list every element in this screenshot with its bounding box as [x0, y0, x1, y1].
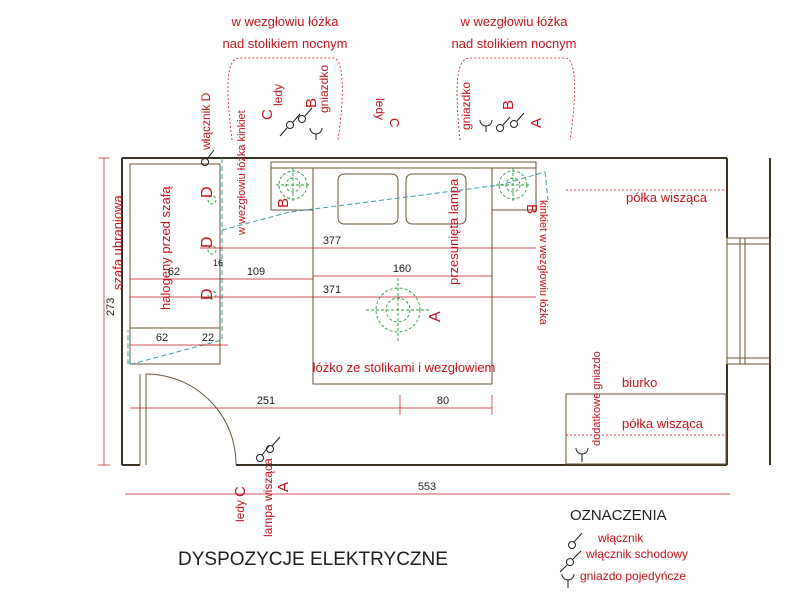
letter-b: B [275, 198, 292, 208]
letter-c: C [232, 486, 249, 497]
legend-staircase-label: włącznik schodowy [585, 547, 688, 561]
label-leds-top-mid: ledy [373, 98, 387, 120]
dim-62a: 62 [168, 266, 180, 278]
switch-icon [201, 149, 215, 166]
label-shelf-top: półka wisząca [626, 190, 708, 205]
legend-socket-label: gniazdo pojedyńcze [580, 569, 686, 583]
note-right-line2: nad stolikiem nocnym [452, 36, 577, 51]
label-leds-top-left: ledy [271, 84, 285, 106]
letter-a: A [427, 311, 444, 322]
note-right-line1: w wezgłowiu łóżka [460, 14, 569, 29]
sconce-right [496, 168, 530, 202]
letter-d: D [199, 236, 216, 248]
label-extra-socket: dodatkowe gniazdo [591, 351, 603, 446]
label-sconce-left: w wezgłowiu łóżka kinkiet [236, 110, 248, 236]
label-socket-top-right: gniazdko [459, 82, 473, 130]
page-title: DYSPOZYCJE ELEKTRYCZNE [178, 549, 448, 570]
shelves-desk [565, 189, 727, 465]
ceiling-lamp-a [366, 278, 430, 342]
letter-a: A [275, 482, 292, 492]
label-sconce-right: kinkiet w wezgłowiu łóżka [537, 200, 549, 326]
halogen-spots [207, 195, 217, 300]
dim-251: 251 [257, 395, 275, 407]
legend-switch-icon [568, 532, 583, 549]
dim-371: 371 [323, 284, 341, 296]
dimension-lines [98, 157, 730, 495]
label-bed: łóżko ze stolikami i wezgłowiem [313, 360, 496, 375]
door [139, 373, 237, 466]
staircase-switch-icon [279, 107, 313, 137]
staircase-switch-icon [496, 112, 525, 132]
legend-socket-icon [561, 573, 575, 588]
dim-273: 273 [105, 298, 117, 316]
dim-553: 553 [418, 481, 436, 493]
letter-d: D [199, 288, 216, 300]
letter-c: C [259, 109, 276, 120]
label-hanging-lamp: lampa wisząca [261, 458, 275, 537]
label-shelf-desk: półka wisząca [622, 416, 704, 431]
label-socket-top-left: gniazdko [317, 65, 331, 113]
socket-icon [309, 127, 323, 140]
label-desk: biurko [622, 375, 657, 390]
letter-a: A [528, 118, 545, 128]
label-pendant: przesunięta lampa [446, 178, 461, 285]
dim-62b: 62 [156, 332, 168, 344]
note-left-line2: nad stolikiem nocnym [223, 36, 348, 51]
bed [270, 161, 537, 385]
dim-109: 109 [247, 266, 265, 278]
label-leds-bottom: ledy [233, 500, 247, 522]
letter-b: B [500, 100, 517, 110]
dim-80: 80 [437, 395, 449, 407]
letter-b: B [303, 98, 320, 108]
label-switch-d: włącznik D [199, 92, 213, 151]
note-left-line1: w wezgłowiu łóżka [231, 14, 340, 29]
dim-22: 22 [202, 332, 214, 344]
headboard-outlines [227, 57, 576, 141]
wiring-lines [127, 158, 549, 366]
label-wardrobe: szafa ubraniowa [110, 195, 125, 290]
sconce-left [276, 168, 310, 202]
dim-160: 160 [393, 263, 411, 275]
letter-b: B [523, 204, 540, 214]
legend-staircase-icon [559, 550, 582, 573]
dim-16: 16 [213, 258, 223, 268]
switch-icon [256, 436, 281, 462]
letter-d: D [199, 186, 216, 198]
legend-switch-label: włącznik [597, 531, 644, 545]
window [726, 237, 771, 365]
socket-icon [575, 447, 589, 462]
legend-title: OZNACZENIA [570, 507, 667, 524]
letter-c: C [387, 118, 402, 127]
wardrobe [129, 163, 221, 365]
label-halogens: halogeny przed szafą [158, 186, 173, 310]
dim-377: 377 [323, 235, 341, 247]
socket-icon [479, 119, 493, 132]
